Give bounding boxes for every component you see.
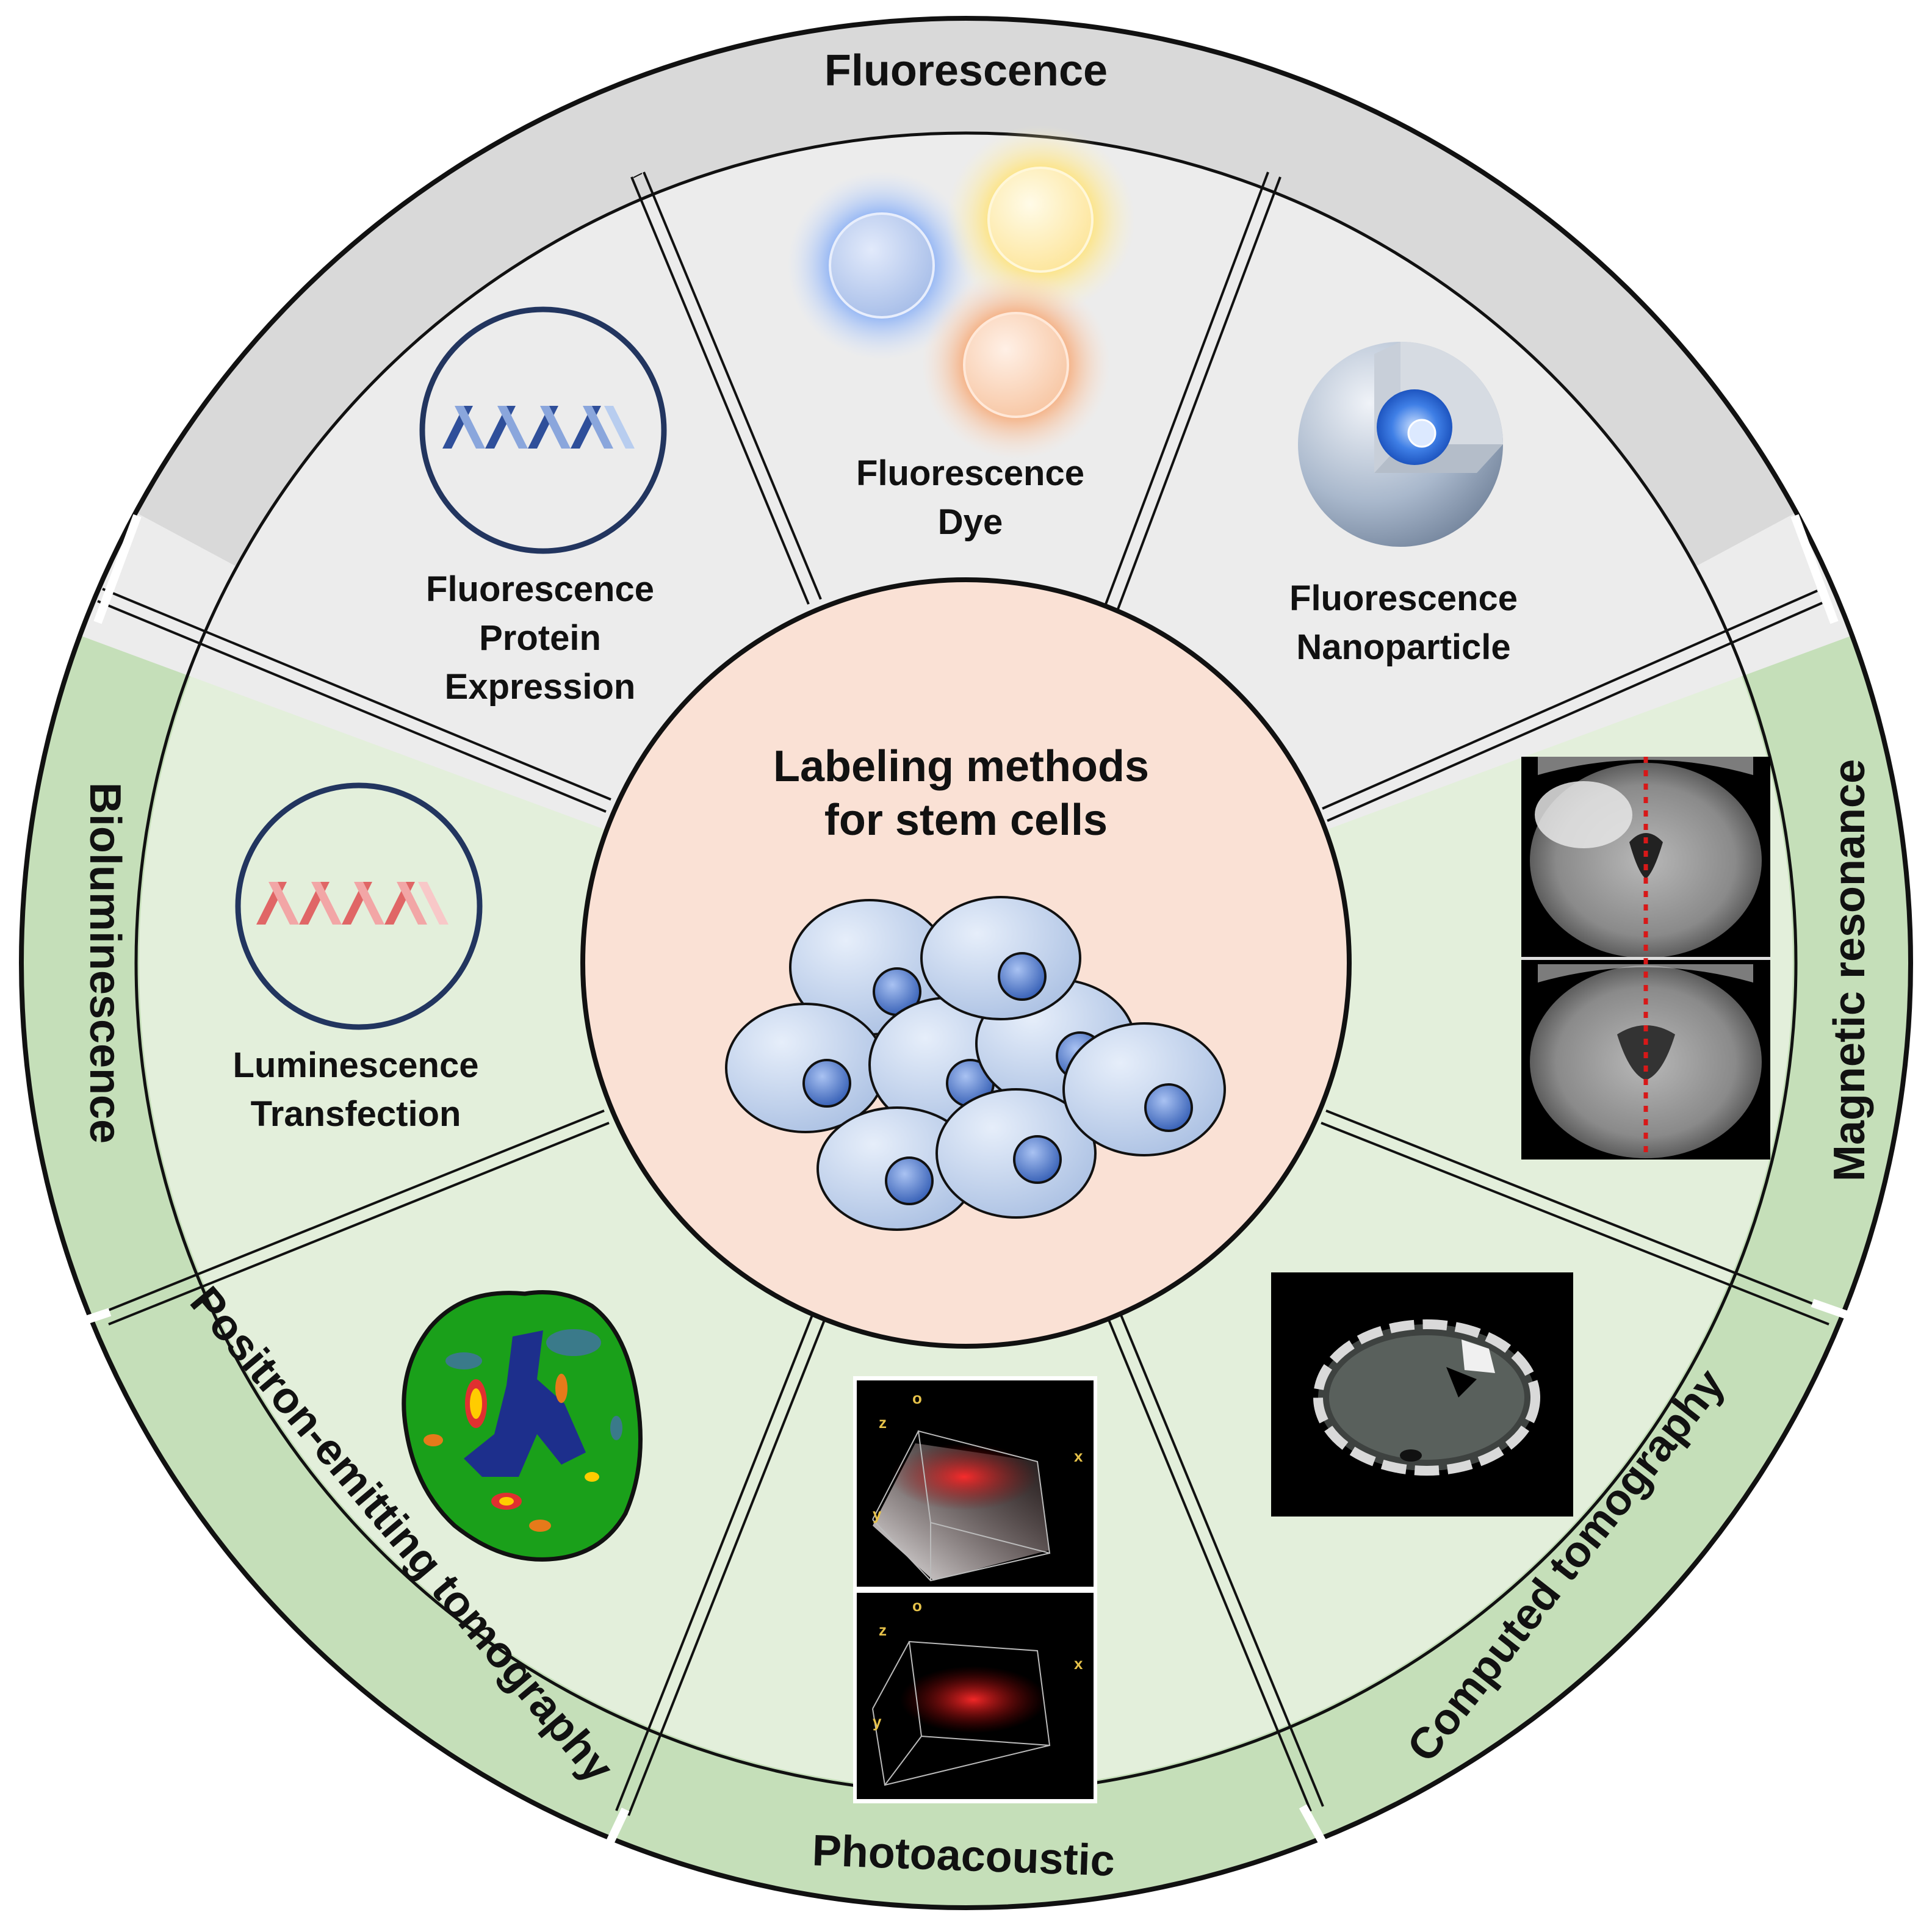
axis-label-x: x — [1074, 1447, 1083, 1465]
segment-label-protein-2: Protein — [479, 618, 601, 658]
segment-label-nano-2: Nanoparticle — [1296, 627, 1510, 667]
photoacoustic-panel-top: z o x y — [857, 1380, 1094, 1587]
segment-label-nano-1: Fluorescence — [1289, 579, 1518, 618]
core-shell-sphere-icon — [1298, 342, 1503, 547]
segment-label-lum-1: Luminescence — [233, 1045, 479, 1085]
group-label-photoacoustic: Photoacoustic — [812, 1826, 1116, 1885]
dna-circle-blue — [419, 306, 667, 554]
segment-label-dye-1: Fluorescence — [856, 453, 1084, 493]
divider-nano-mri — [1322, 590, 1823, 822]
divider-pet-lum — [103, 1109, 610, 1325]
pet-brain-image — [402, 1290, 643, 1562]
glowing-spheres-icon — [787, 125, 1135, 460]
axis-label-o: o — [912, 1389, 922, 1407]
ring-gaps — [53, 514, 1875, 1870]
center-hub: Labeling methods for stem cells — [580, 577, 1352, 1349]
divider-photo-pet — [615, 1311, 827, 1816]
outer-border — [19, 16, 1913, 1910]
ct-scan-image — [1271, 1272, 1573, 1517]
axis-label-y: y — [873, 1712, 882, 1731]
axis-label-y: y — [873, 1505, 882, 1523]
divider-lum-protein — [97, 588, 611, 813]
segment-label-protein-3: Expression — [445, 667, 636, 707]
dna-helix-icon — [442, 406, 635, 449]
group-label-magnetic-resonance: Magnetic resonance — [1825, 759, 1874, 1181]
segment-label-dye-2: Dye — [938, 502, 1003, 542]
axis-label-o: o — [912, 1596, 922, 1615]
center-title-line2: for stem cells — [824, 796, 1108, 845]
segment-fluorescence-protein: Fluorescence Protein Expression — [419, 306, 667, 707]
divider-protein-dye — [630, 171, 822, 605]
center-title-line1: Labeling methods — [773, 742, 1149, 791]
fluorescence-ring-band — [136, 18, 1796, 566]
group-label-bioluminescence: Bioluminescence — [81, 782, 129, 1144]
segment-fluorescence-nanoparticle: Fluorescence Nanoparticle — [1289, 342, 1518, 667]
axis-label-z: z — [879, 1621, 887, 1639]
segment-label-lum-2: Transfection — [251, 1094, 461, 1134]
dna-circle-red — [235, 782, 483, 1030]
segment-dividers — [97, 171, 1834, 1816]
group-label-fluorescence: Fluorescence — [824, 46, 1108, 95]
segment-luminescence-transfection: Luminescence Transfection — [233, 782, 483, 1134]
segment-fluorescence-dye: Fluorescence Dye — [787, 125, 1135, 542]
divider-mri-ct — [1321, 1109, 1834, 1325]
axis-label-z: z — [879, 1413, 887, 1432]
mri-brain-images — [1521, 757, 1770, 1160]
mri-slice-bottom — [1530, 964, 1762, 1158]
segment-label-protein-1: Fluorescence — [426, 569, 654, 609]
mri-slice-top — [1530, 757, 1762, 958]
divider-dye-nano — [1105, 171, 1281, 610]
axis-label-x: x — [1074, 1654, 1083, 1673]
stem-cell-cluster-icon — [725, 896, 1226, 1231]
photoacoustic-panel-bottom: z o x y — [857, 1593, 1094, 1799]
dna-helix-icon — [256, 882, 449, 925]
photoacoustic-images: z o x y z o x y — [853, 1376, 1097, 1803]
divider-ct-photo — [1106, 1311, 1324, 1812]
